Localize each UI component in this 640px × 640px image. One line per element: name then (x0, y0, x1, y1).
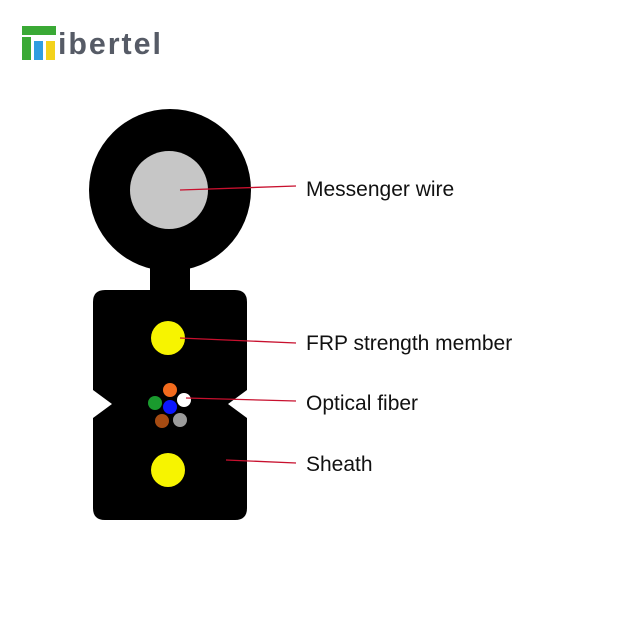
leader-line-messenger-wire (179, 185, 297, 191)
optical-fiber-green (148, 396, 162, 410)
messenger-wire-core (130, 151, 208, 229)
label-sheath: Sheath (306, 453, 373, 476)
optical-fiber-gray (173, 413, 187, 427)
fibertel-logo-mark (22, 26, 56, 60)
optical-fiber-white (177, 393, 191, 407)
frp-strength-member-top (151, 321, 185, 355)
leader-line-frp-strength-member (179, 337, 297, 344)
leader-line-optical-fiber (185, 397, 297, 402)
frp-strength-member-bottom (151, 453, 185, 487)
leader-line-sheath (225, 459, 297, 464)
label-optical-fiber: Optical fiber (306, 392, 419, 415)
logo-text: ibertel (58, 26, 163, 61)
label-messenger-wire: Messenger wire (306, 178, 455, 201)
optical-fiber-blue (163, 400, 177, 414)
fibertel-logo: ibertel (20, 22, 165, 62)
optical-fiber-brown (155, 414, 169, 428)
label-frp-strength-member: FRP strength member (306, 332, 513, 355)
optical-fiber-orange (163, 383, 177, 397)
